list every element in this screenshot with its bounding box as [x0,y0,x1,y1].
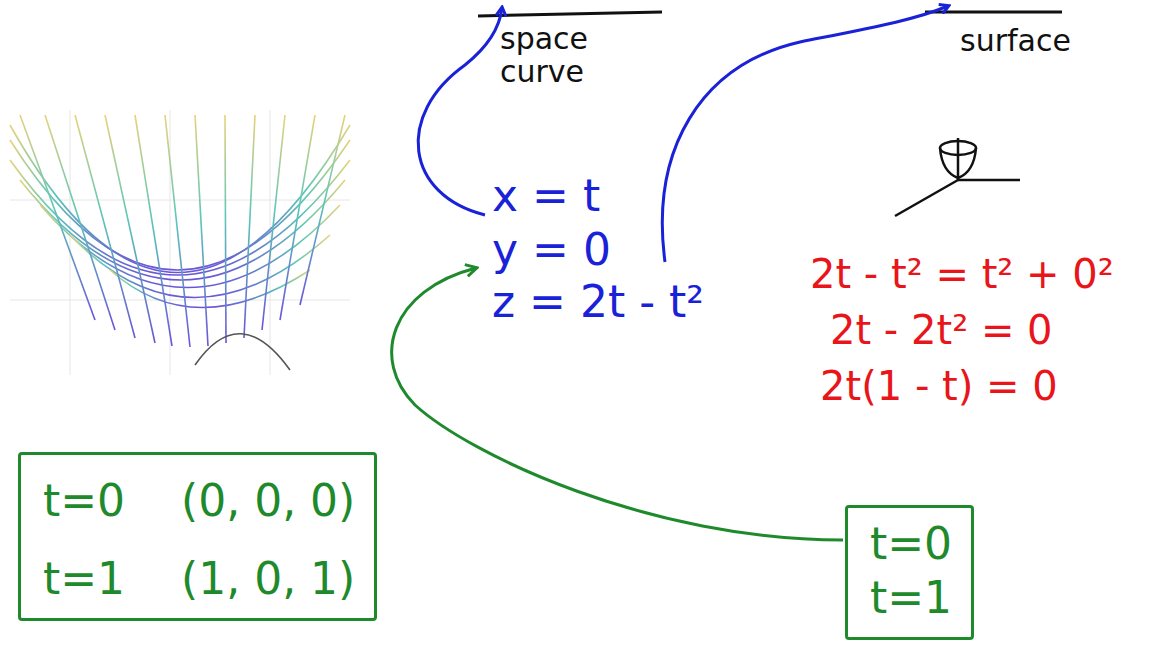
result-box: t=0 (0, 0, 0) t=1 (1, 0, 1) [18,452,377,621]
handwritten-note: x = t [492,172,600,220]
handwritten-note: 2t(1 - t) = 0 [820,364,1058,408]
result-box: t=0t=1 [845,505,974,640]
surface-icon [895,138,1020,216]
box-text: t=0 [870,520,952,568]
paraboloid-mesh [10,110,350,375]
handwritten-note: z = 2t - t² [492,278,704,326]
handwritten-note: surface [960,24,1071,57]
handwritten-note: y = 0 [492,226,611,274]
box-text: t=0 [43,477,125,525]
overlines [478,12,1062,16]
box-text: t=1 [870,574,952,622]
box-text: (0, 0, 0) [181,477,355,525]
handwritten-note: 2t - t² = t² + 0² [810,252,1114,296]
handwritten-note: 2t - 2t² = 0 [830,308,1053,352]
box-text: (1, 0, 1) [181,555,355,603]
box-text: t=1 [43,555,125,603]
handwritten-note: space curve [500,22,620,88]
